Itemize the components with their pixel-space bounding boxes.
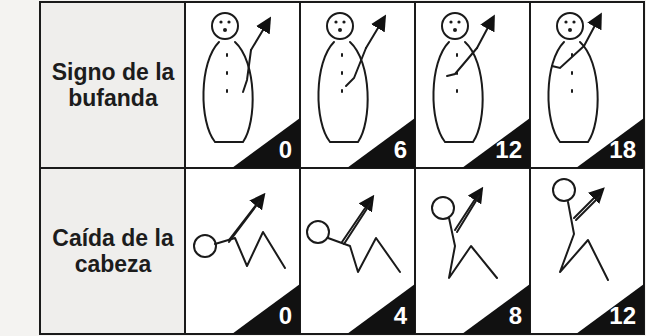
score-number: 18 xyxy=(609,138,636,162)
score-number: 6 xyxy=(394,138,407,162)
row-header: Signo de la bufanda xyxy=(46,59,180,112)
score-number: 4 xyxy=(394,304,407,328)
score-number: 0 xyxy=(279,304,292,328)
score-number: 12 xyxy=(609,304,636,328)
score-number: 12 xyxy=(495,138,522,162)
score-number: 0 xyxy=(279,138,292,162)
row-header: Caída de la cabeza xyxy=(46,225,180,278)
score-number: 8 xyxy=(509,304,522,328)
